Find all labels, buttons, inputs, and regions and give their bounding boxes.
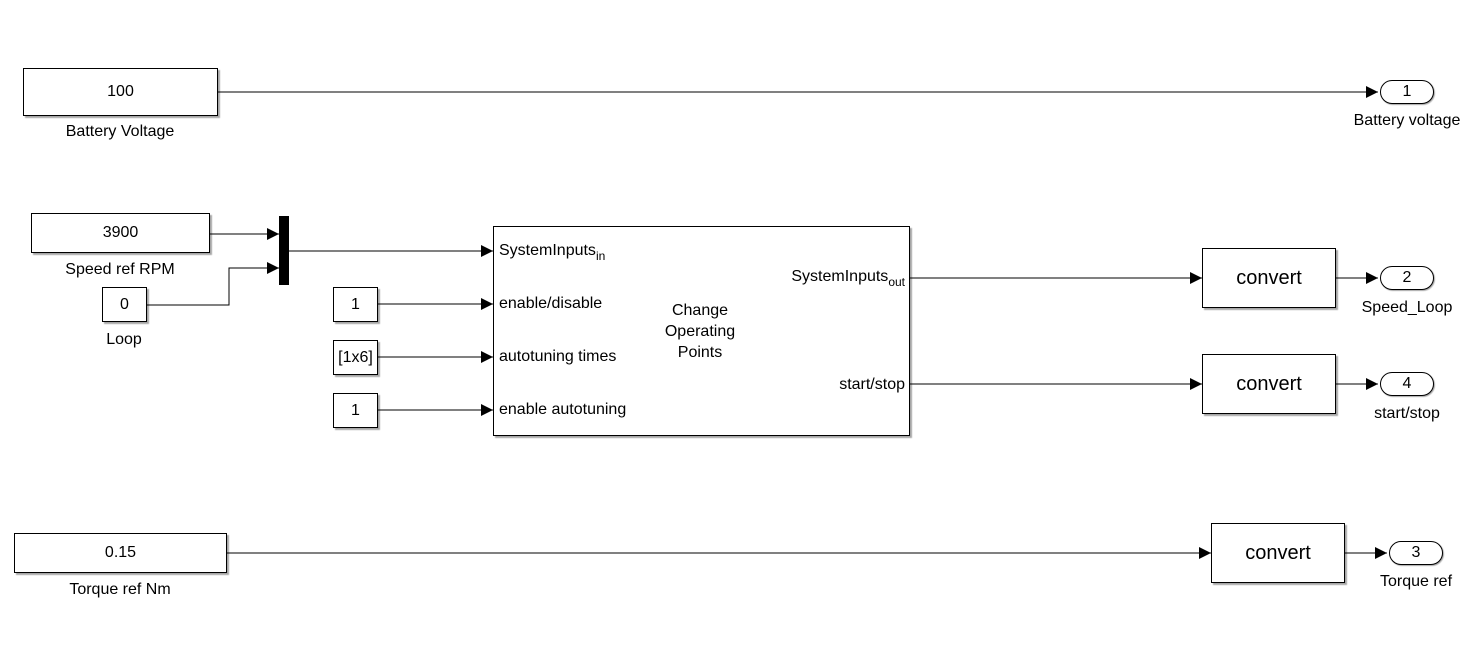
label-battery-voltage: Battery Voltage: [65, 123, 175, 140]
outport-3[interactable]: 3: [1389, 541, 1443, 565]
label-loop: Loop: [106, 331, 142, 348]
label-outport-torque-ref: Torque ref: [1379, 573, 1453, 590]
constant-loop[interactable]: 0: [102, 287, 147, 322]
port-autotuning-times: autotuning times: [499, 348, 617, 365]
convert-speed-block[interactable]: convert: [1202, 248, 1336, 308]
line-loop: [147, 262, 279, 306]
label-outport-battery-voltage: Battery voltage: [1353, 112, 1461, 129]
outport-1[interactable]: 1: [1380, 80, 1434, 104]
constant-speed-ref[interactable]: 3900: [31, 213, 210, 253]
outport-4[interactable]: 4: [1380, 372, 1434, 396]
constant-torque-ref[interactable]: 0.15: [14, 533, 227, 573]
convert-start-stop-block[interactable]: convert: [1202, 354, 1336, 414]
port-enable-autotuning: enable autotuning: [499, 401, 627, 418]
port-start-stop-out: start/stop: [839, 376, 905, 393]
label-outport-start-stop: start/stop: [1374, 405, 1440, 422]
label-speed-ref: Speed ref RPM: [65, 261, 175, 278]
label-torque-ref: Torque ref Nm: [69, 581, 171, 598]
subsystem-title: Change Operating Points: [664, 302, 736, 361]
port-system-inputs-in: SystemInputsin: [499, 242, 606, 263]
subsystem-change-operating-points[interactable]: [493, 226, 910, 436]
port-system-inputs-out: SystemInputsout: [791, 268, 905, 289]
outport-2[interactable]: 2: [1380, 266, 1434, 290]
convert-torque-block[interactable]: convert: [1211, 523, 1345, 583]
constant-autotuning-times[interactable]: [1x6]: [333, 340, 378, 375]
constant-enable-disable[interactable]: 1: [333, 287, 378, 322]
port-enable-disable: enable/disable: [499, 295, 603, 312]
mux-block[interactable]: [279, 216, 289, 285]
constant-enable-autotuning[interactable]: 1: [333, 393, 378, 428]
constant-battery-voltage[interactable]: 100: [23, 68, 218, 116]
label-outport-speed-loop: Speed_Loop: [1361, 299, 1453, 316]
